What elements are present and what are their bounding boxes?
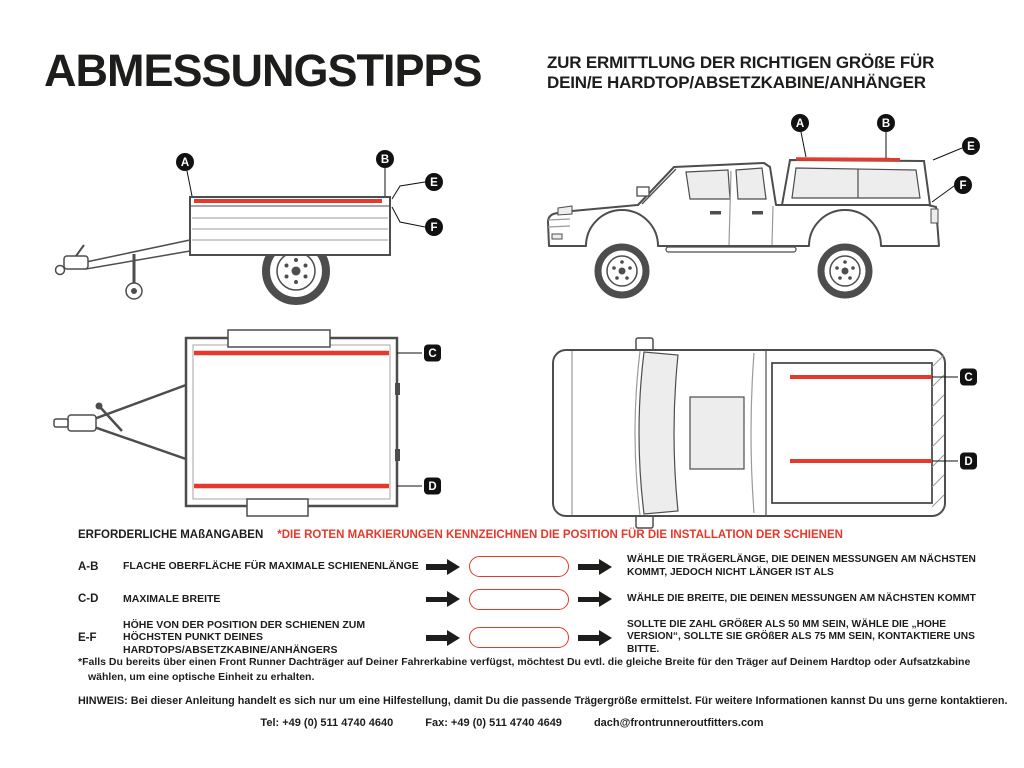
measurement-desc-ab: FLACHE OBERFLÄCHE FÜR MAXIMALE SCHIENENL… xyxy=(123,560,419,573)
measurement-key-ab: A-B xyxy=(78,560,99,573)
tail-light xyxy=(930,208,939,224)
measurement-result-ef: SOLLTE DIE ZAHL GRÖßER ALS 50 MM SEIN, W… xyxy=(627,618,975,656)
marker-d-label: D xyxy=(964,456,972,468)
marker-a-label: A xyxy=(796,118,804,130)
hinweis-note: HINWEIS: Bei dieser Anleitung handelt es… xyxy=(78,695,1008,707)
arrow-right-icon xyxy=(578,629,612,646)
measurements-header: ERFORDERLICHE MAßANGABEN *DIE ROTEN MARK… xyxy=(78,529,990,541)
marker-f-label: F xyxy=(430,222,437,234)
truck-bed xyxy=(771,362,933,504)
arrow-right-icon xyxy=(578,591,612,607)
measurements-section: ERFORDERLICHE MAßANGABEN *DIE ROTEN MARK… xyxy=(78,529,990,666)
marker-f-badge xyxy=(954,176,972,194)
trailer-bottom-board xyxy=(246,498,309,517)
truck-canopy xyxy=(780,158,932,206)
measurement-row-cd: C-D MAXIMALE BREITE WÄHLE DIE BREITE, DI… xyxy=(78,588,990,610)
marker-d-badge xyxy=(960,452,977,470)
truck-top-mirrors xyxy=(635,337,654,529)
truck-side-view-figure: A B E F xyxy=(540,108,1000,313)
truck-top-view-drawing: C D xyxy=(552,337,977,529)
marker-a-badge xyxy=(176,153,194,171)
marker-b-label: B xyxy=(381,154,389,166)
arrow-right-icon xyxy=(426,629,460,646)
trailer-drawbar xyxy=(54,239,191,300)
page-title: ABMESSUNGSTIPPS xyxy=(44,45,483,96)
measurement-key-cd: C-D xyxy=(78,593,99,605)
arrow-right-icon xyxy=(426,558,460,575)
page-subtitle: ZUR ERMITTLUNG DER RICHTIGEN GRÖßE FÜR D… xyxy=(547,53,934,93)
marker-b-badge xyxy=(376,150,394,168)
subtitle-line-1: ZUR ERMITTLUNG DER RICHTIGEN GRÖßE FÜR xyxy=(547,53,935,72)
contact-footer: Tel: +49 (0) 511 4740 4640 Fax: +49 (0) … xyxy=(0,717,1024,729)
subtitle-line-2: DEIN/E HARDTOP/ABSETZKABINE/ANHÄNGER xyxy=(547,73,926,93)
marker-e-label: E xyxy=(430,177,438,189)
arrow-right-icon xyxy=(426,591,460,607)
marker-c-label: C xyxy=(964,372,972,384)
running-board xyxy=(665,246,797,253)
truck-side-markers: A B E F xyxy=(791,114,980,203)
truck-top-markers: C D xyxy=(932,368,977,470)
trailer-side-view-figure: A B E F xyxy=(42,142,462,317)
truck-cab-details xyxy=(547,167,939,253)
truck-side-view-drawing: A B E F xyxy=(547,114,980,299)
measurement-row-ef: E-F HÖHE VON DER POSITION DER SCHIENEN Z… xyxy=(78,619,990,657)
arrow-right-icon xyxy=(578,558,612,575)
marker-e-badge xyxy=(425,173,443,191)
contact-tel: Tel: +49 (0) 511 4740 4640 xyxy=(260,717,394,729)
measurement-row-ab: A-B FLACHE OBERFLÄCHE FÜR MAXIMALE SCHIE… xyxy=(78,554,990,580)
marker-c-label: C xyxy=(428,348,436,360)
measurement-value-box-ab xyxy=(469,556,569,578)
marker-c-badge xyxy=(960,368,977,386)
trailer-side-view-drawing: A B E F xyxy=(54,150,443,305)
red-markings-note: *DIE ROTEN MARKIERUNGEN KENNZEICHNEN DIE… xyxy=(277,529,843,541)
marker-b-badge xyxy=(877,114,895,132)
marker-e-label: E xyxy=(967,141,975,153)
trailer-side-markers: A B E F xyxy=(176,150,443,236)
truck-top-view-figure: C D xyxy=(540,333,1000,533)
contact-email: dach@frontrunneroutfitters.com xyxy=(593,717,764,729)
trailer-top-body xyxy=(184,336,400,508)
marker-a-badge xyxy=(791,114,809,132)
trailer-top-view-figure: C D xyxy=(42,323,462,523)
sunroof xyxy=(689,396,745,470)
measurement-desc-cd: MAXIMALE BREITE xyxy=(123,592,221,605)
measurement-value-box-cd xyxy=(469,588,569,610)
marker-e-badge xyxy=(962,137,980,155)
measurements-heading: ERFORDERLICHE MAßANGABEN xyxy=(78,529,264,541)
trailer-top-view-drawing: C D xyxy=(53,329,441,517)
marker-f-badge xyxy=(425,218,443,236)
measurement-key-ef: E-F xyxy=(78,631,97,644)
measurement-result-cd: WÄHLE DIE BREITE, DIE DEINEN MESSUNGEN A… xyxy=(627,592,976,604)
trailer-top-drawbar xyxy=(53,383,187,461)
footnote: *Falls Du bereits über einen Front Runne… xyxy=(78,656,971,684)
marker-c-badge xyxy=(424,344,441,362)
truck-top-body xyxy=(552,349,946,517)
marker-a-label: A xyxy=(181,157,189,169)
trailer-top-markers: C D xyxy=(397,344,441,495)
measurement-desc-ef: HÖHE VON DER POSITION DER SCHIENEN ZUM H… xyxy=(123,618,366,656)
marker-d-badge xyxy=(424,477,441,495)
rail-position-marking xyxy=(795,157,901,162)
truck-body xyxy=(547,162,940,247)
marker-f-label: F xyxy=(959,180,966,192)
trailer-body xyxy=(189,196,391,256)
measurement-value-box-ef xyxy=(469,627,569,649)
measurement-result-ab: WÄHLE DIE TRÄGERLÄNGE, DIE DEINEN MESSUN… xyxy=(627,554,976,578)
side-mirror xyxy=(636,186,650,197)
trailer-top-board xyxy=(227,329,331,348)
marker-b-label: B xyxy=(882,118,890,130)
marker-d-label: D xyxy=(428,481,436,493)
contact-fax: Fax: +49 (0) 511 4740 4649 xyxy=(425,717,562,729)
truck-wheels xyxy=(594,243,873,299)
